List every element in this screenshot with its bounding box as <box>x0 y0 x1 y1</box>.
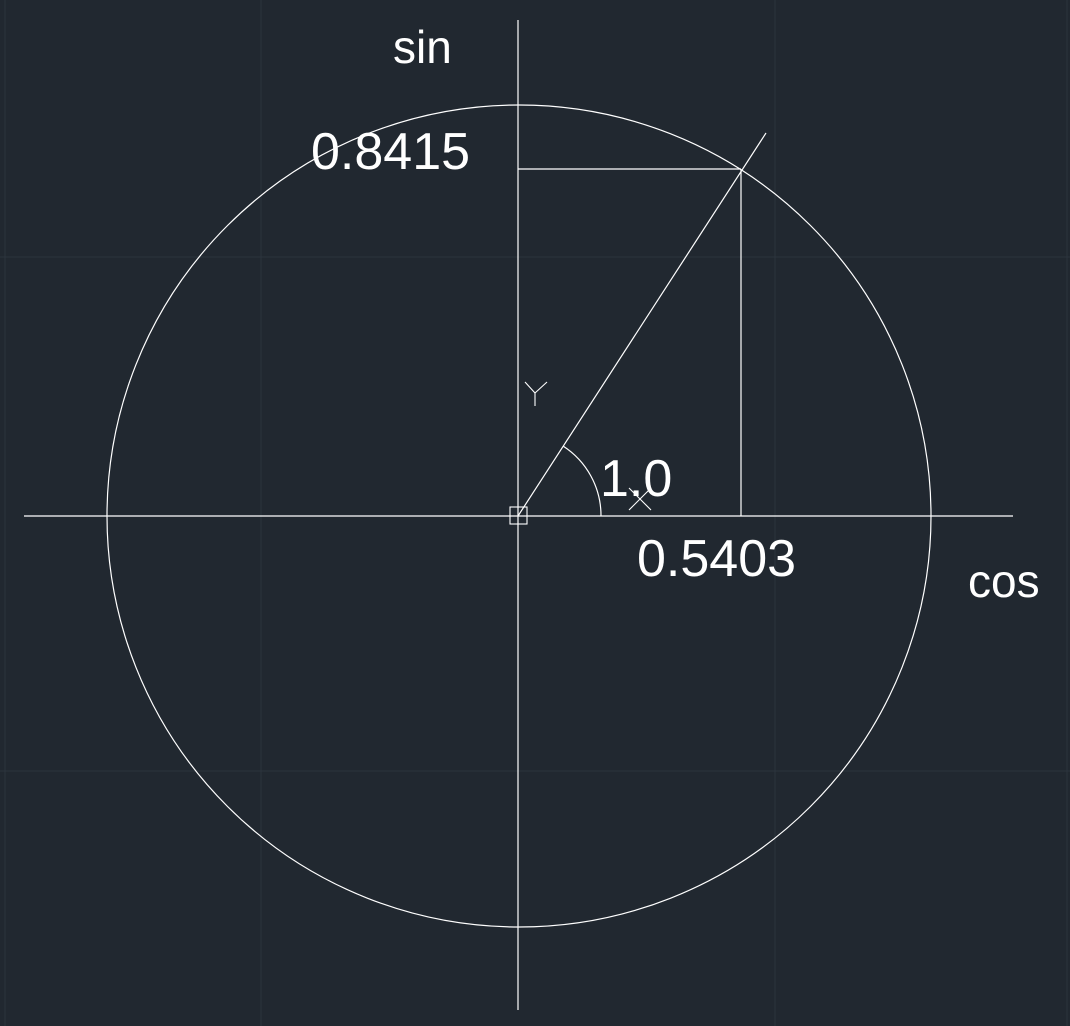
ucs-y-axis-marker <box>524 381 548 406</box>
ucs-x-axis-marker <box>628 487 652 511</box>
cos-value-label: 0.5403 <box>637 530 796 588</box>
radius-line <box>517 132 767 517</box>
sin-value-label: 0.8415 <box>311 123 470 181</box>
cos-axis-label: cos <box>968 555 1040 607</box>
angle-arc <box>562 445 602 517</box>
ucs-origin-square <box>509 506 528 525</box>
unit-circle <box>106 104 932 928</box>
sin-axis-label: sin <box>393 21 452 73</box>
ucs-icon <box>509 381 652 525</box>
angle-value-label: 1.0 <box>600 450 672 508</box>
